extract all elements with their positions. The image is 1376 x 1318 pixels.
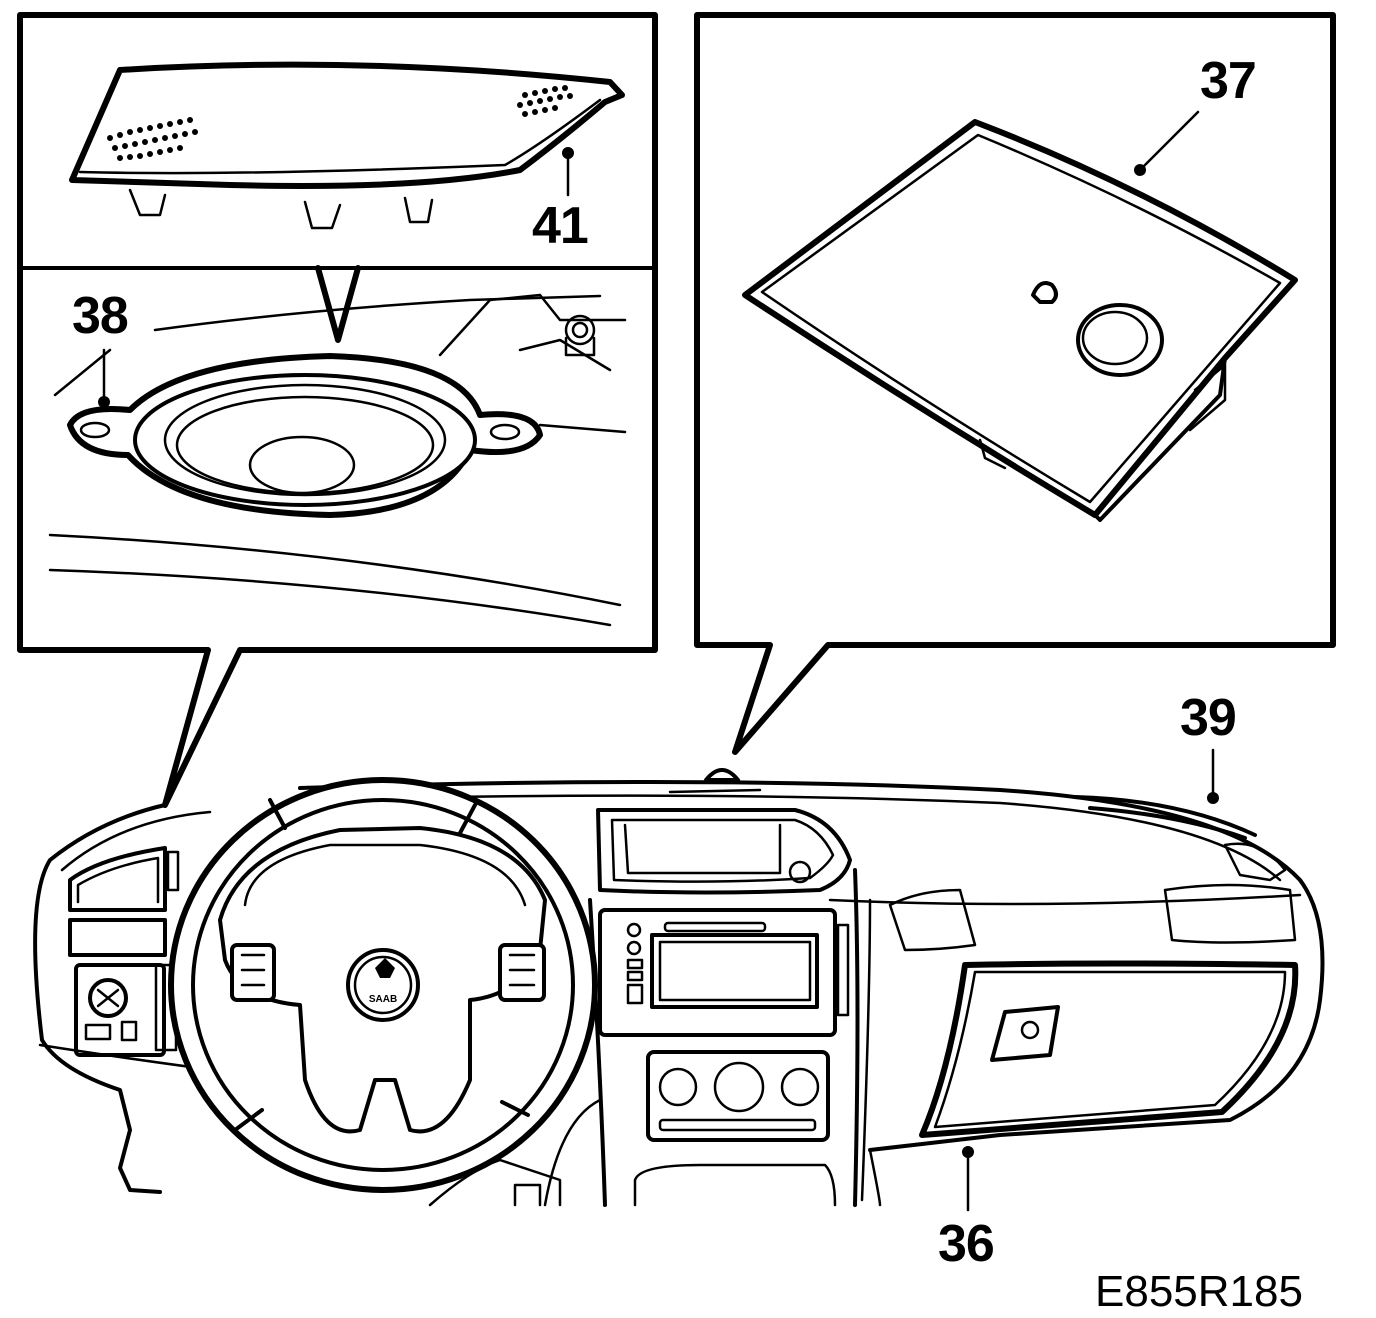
loudspeaker-icon: [48, 265, 627, 627]
leader-41: [562, 147, 574, 197]
leader-39: [1207, 748, 1219, 804]
callout-38: 38: [72, 287, 129, 345]
speaker-grille-cover-icon: [69, 61, 625, 230]
callout-37: 37: [1200, 52, 1257, 110]
steering-wheel-icon: [168, 777, 598, 1193]
leader-36: [962, 1146, 974, 1212]
callout-39: 39: [1180, 689, 1237, 747]
callout-36: 36: [938, 1215, 995, 1273]
dashboard-cover-panel-icon: [742, 119, 1298, 522]
callout-41: 41: [532, 197, 589, 255]
svg-text:SAAB: SAAB: [369, 994, 397, 1005]
figure-code: E855R185: [1095, 1267, 1303, 1316]
badge-logo: SAAB: [369, 958, 397, 1005]
leader-37: [1134, 110, 1200, 176]
leader-38: [98, 348, 110, 408]
